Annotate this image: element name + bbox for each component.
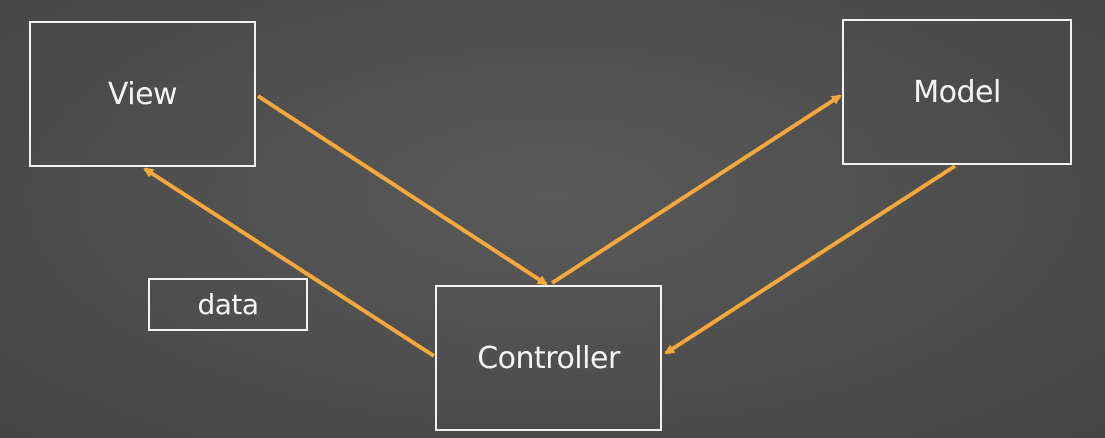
arrow-controller-to-view	[143, 167, 436, 358]
data-label: data	[197, 288, 259, 321]
model-label: Model	[913, 74, 1001, 110]
arrow-controller-to-model	[550, 94, 842, 285]
controller-box: Controller	[435, 285, 662, 431]
arrow-model-to-controller	[664, 164, 957, 355]
view-box: View	[29, 21, 256, 167]
model-box: Model	[842, 19, 1072, 165]
view-label: View	[107, 76, 178, 112]
controller-label: Controller	[477, 340, 620, 376]
data-box: data	[148, 278, 308, 331]
arrow-view-to-controller	[256, 94, 548, 286]
